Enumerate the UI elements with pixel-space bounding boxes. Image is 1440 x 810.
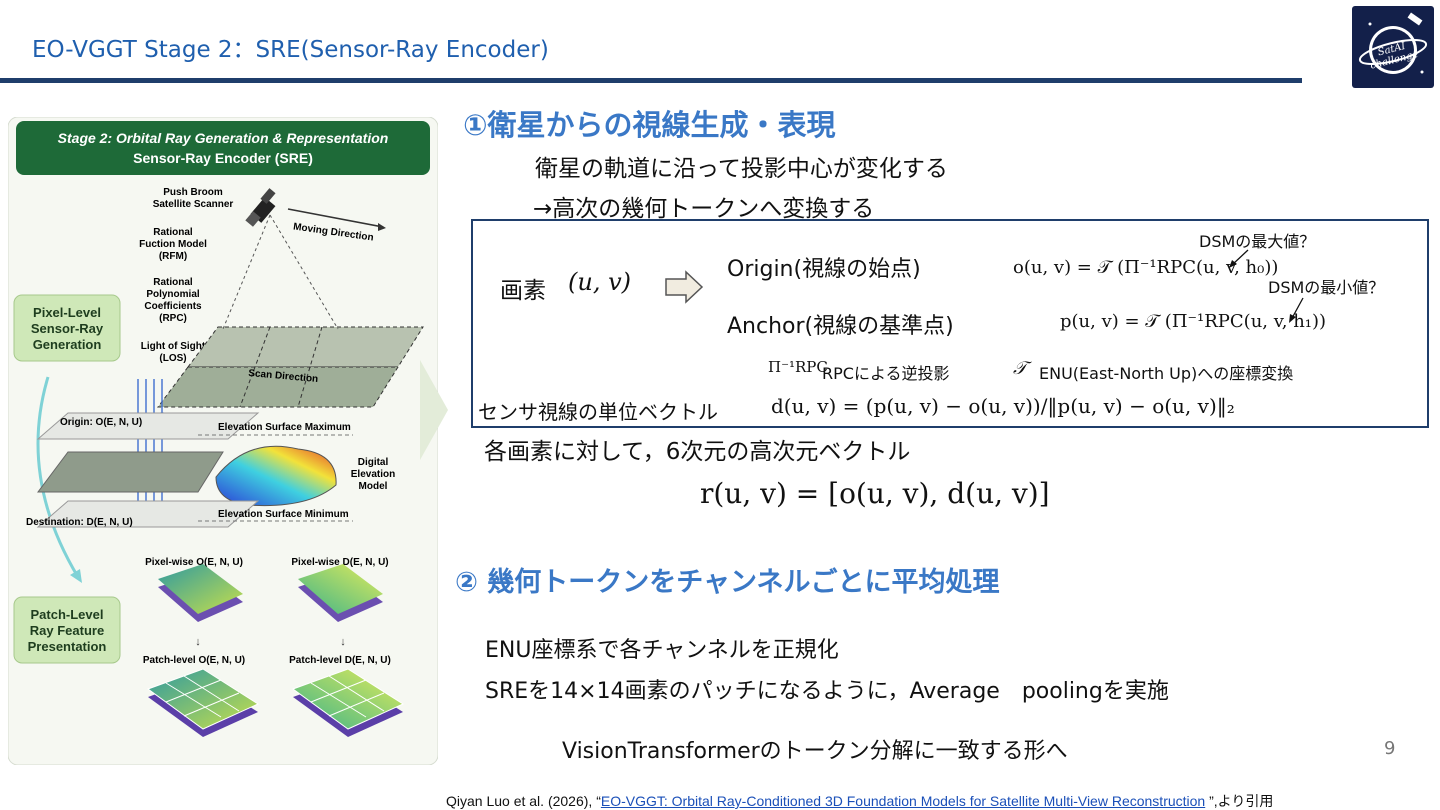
pixelwise-o-label: Pixel-wise O(E, N, U)	[145, 557, 243, 568]
patch-grid-o	[146, 668, 260, 737]
title-divider	[0, 78, 1302, 83]
anchor-formula: p(u, v) = 𝒯 (Π⁻¹RPC(u, v, h₁))	[1060, 311, 1327, 332]
svg-text:↓: ↓	[340, 636, 346, 648]
pi-note: RPCによる逆投影	[822, 364, 950, 383]
scanner-label-2: Satellite Scanner	[153, 199, 234, 210]
destination-label: Destination: D(E, N, U)	[26, 517, 133, 528]
pixel-math: (u, v)	[568, 268, 631, 296]
rpc-label-1: Rational	[153, 277, 193, 288]
t-note: ENU(East-North Up)への座標変換	[1039, 364, 1294, 383]
pixel-label: 画素	[500, 278, 546, 304]
logo-graphic	[1358, 12, 1428, 74]
unit-vector-label: センサ視線の単位ベクトル	[478, 400, 718, 424]
citation-link[interactable]: EO-VGGT: Orbital Ray-Conditioned 3D Foun…	[600, 793, 1206, 809]
dem-label-1: Digital	[358, 457, 389, 468]
patchlevel-o-label: Patch-level O(E, N, U)	[143, 655, 245, 666]
rpc-label-2: Polynomial	[146, 289, 200, 300]
anchor-label: Anchor(視線の基準点)	[727, 314, 954, 339]
figure-banner-line2: Sensor-Ray Encoder (SRE)	[133, 150, 313, 166]
flow-chevron-icon	[420, 360, 448, 460]
pointer-arrow-icon	[1289, 297, 1304, 323]
section2-line1: ENU座標系で各チャンネルを正規化	[485, 638, 839, 663]
section1-line2: →高次の幾何トークンへ変換する	[533, 196, 875, 222]
section1-line1: 衛星の軌道に沿って投影中心が変化する	[535, 156, 948, 182]
figure-banner-line1: Stage 2: Orbital Ray Generation & Repres…	[58, 130, 389, 146]
pointer-arrow-icon	[1229, 249, 1249, 268]
elev-max-label: Elevation Surface Maximum	[218, 422, 351, 433]
rfm-label-3: (RFM)	[159, 251, 187, 262]
pixel-level-box-1: Pixel-Level	[33, 305, 101, 320]
rfm-label-1: Rational	[153, 227, 193, 238]
pi-symbol: Π⁻¹RPC	[768, 358, 828, 376]
origin-label: Origin: O(E, N, U)	[60, 417, 142, 428]
pixel-level-box-2: Sensor-Ray	[31, 321, 104, 336]
right-arrow-icon	[665, 270, 704, 304]
dem-label-3: Model	[359, 481, 388, 492]
rpc-label-4: (RPC)	[159, 313, 187, 324]
patch-level-box-2: Ray Feature	[30, 623, 104, 638]
svg-text:↓: ↓	[195, 636, 201, 648]
citation-suffix: ”,より引用	[1205, 793, 1274, 809]
t-symbol: 𝒯	[1013, 358, 1027, 379]
unit-vector-formula: d(u, v) = (p(u, v) − o(u, v))/‖p(u, v) −…	[771, 394, 1235, 418]
scanner-label-1: Push Broom	[163, 187, 223, 198]
pixel-level-box-3: Generation	[33, 337, 102, 352]
los-label-1: Light of Sight	[141, 341, 206, 352]
formula-box	[471, 219, 1429, 428]
rfm-label-2: Fuction Model	[139, 239, 207, 250]
patch-level-box-3: Presentation	[28, 639, 107, 654]
origin-formula: o(u, v) = 𝒯 (Π⁻¹RPC(u, v, h₀))	[1013, 257, 1279, 278]
los-label-2: (LOS)	[159, 353, 186, 364]
dsm-min-note: DSMの最小値？	[1268, 278, 1385, 297]
page-number: 9	[1384, 738, 1396, 759]
section2-line3: VisionTransformerのトークン分解に一致する形へ	[562, 739, 1068, 764]
section1-heading: ①衛星からの視線生成・表現	[463, 108, 836, 142]
scan-grid	[157, 214, 424, 408]
rpc-label-3: Coefficients	[144, 301, 202, 312]
r-formula: r(u, v) = [o(u, v), d(u, v)]	[700, 477, 1050, 510]
origin-label: Origin(視線の始点)	[727, 257, 921, 282]
satai-logo: SatAI challenge	[1352, 6, 1434, 88]
slide-title: EO-VGGT Stage 2：SRE(Sensor-Ray Encoder)	[32, 37, 549, 63]
patchlevel-d-label: Patch-level D(E, N, U)	[289, 655, 391, 666]
patch-grid-d	[291, 668, 405, 737]
satellite-icon	[245, 188, 276, 227]
elev-min-label: Elevation Surface Minimum	[218, 509, 349, 520]
section2-line2: SREを14×14画素のパッチになるように，Average poolingを実施	[485, 679, 1169, 704]
six-dim-line: 各画素に対して，6次元の高次元ベクトル	[484, 439, 911, 465]
dem-label-2: Elevation	[351, 469, 395, 480]
citation-prefix: Qiyan Luo et al. (2026), “	[446, 793, 601, 809]
dsm-max-note: DSMの最大値？	[1199, 232, 1316, 251]
pixelwise-d-label: Pixel-wise D(E, N, U)	[291, 557, 388, 568]
patch-level-box-1: Patch-Level	[31, 607, 104, 622]
citation: Qiyan Luo et al. (2026), “EO-VGGT: Orbit…	[446, 791, 1273, 810]
section2-heading: ② 幾何トークンをチャンネルごとに平均処理	[455, 567, 1000, 598]
stage2-figure: Stage 2: Orbital Ray Generation & Repres…	[8, 117, 438, 765]
